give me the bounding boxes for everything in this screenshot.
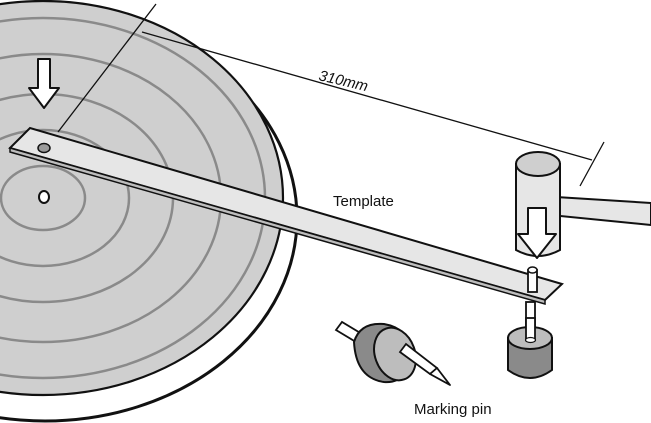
marking-pin-standing (507, 301, 553, 379)
template-bar (8, 126, 564, 305)
template-label: Template (333, 193, 394, 210)
turntable-platter (0, 0, 299, 423)
dimension-line (141, 31, 593, 161)
template-hole (37, 142, 51, 154)
extension-line-left (57, 3, 157, 133)
extension-line-right (579, 141, 605, 187)
dimension-label: 310mm (317, 67, 370, 95)
marking-pin (334, 320, 451, 386)
platter-ring-1 (0, 164, 87, 232)
platter-top (0, 0, 285, 397)
marking-pin-label: Marking pin (414, 401, 492, 418)
hammer-down-arrow-icon (517, 207, 557, 259)
marking-pin-tip (429, 367, 451, 386)
template-bar-edge (9, 147, 546, 305)
spindle-hole (38, 190, 50, 204)
hammer-head-top (515, 151, 561, 177)
hammer-icon (515, 151, 651, 259)
marking-pin-face (373, 326, 417, 382)
platter-ring-2 (0, 128, 131, 268)
inserted-pin (527, 266, 538, 293)
dimension-lines (57, 3, 605, 187)
down-arrow-icon (28, 58, 60, 109)
